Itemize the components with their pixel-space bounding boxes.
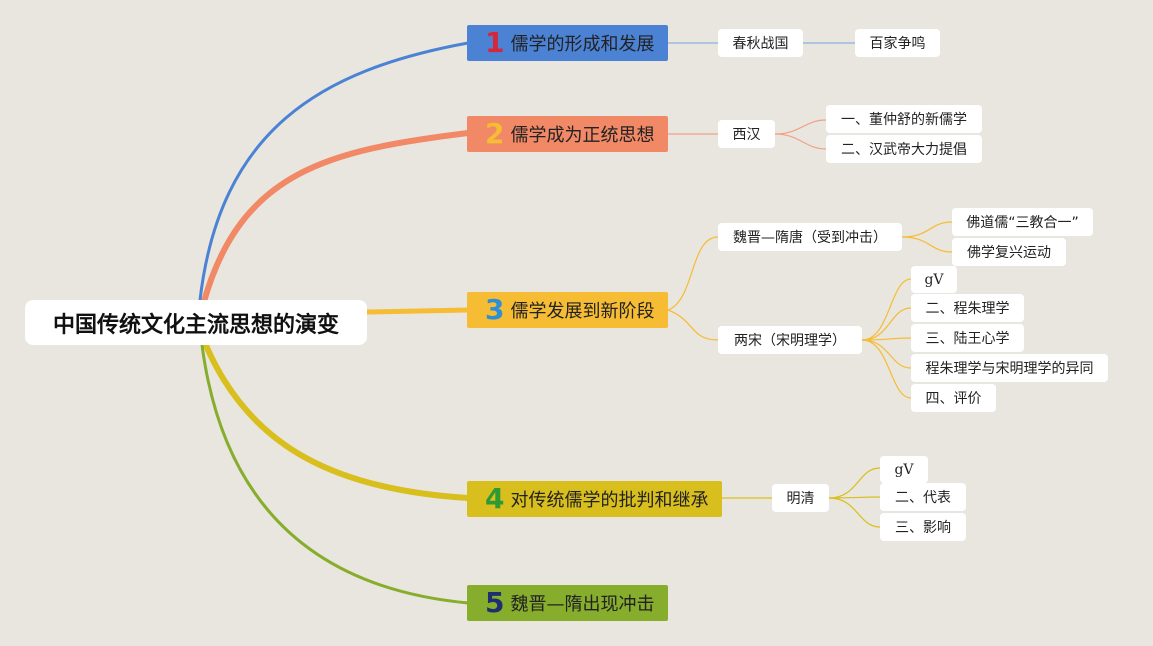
branch-4[interactable]: 4 对传统儒学的批判和继承 — [467, 481, 722, 517]
connector-b3-c1-g2 — [901, 236, 953, 253]
leaf-topic[interactable]: 一、董仲舒的新儒学 — [826, 105, 982, 133]
branch-number: 4 — [485, 482, 505, 515]
branch-number: 1 — [485, 26, 505, 59]
branch-number: 5 — [485, 586, 505, 619]
branch-label: 儒学成为正统思想 — [510, 125, 655, 146]
leaf-topic[interactable]: 二、程朱理学 — [911, 294, 1024, 322]
leaf-topic[interactable]: 三、陆王心学 — [911, 324, 1024, 352]
branch-5[interactable]: 5 魏晋—隋出现冲击 — [467, 585, 668, 621]
branch-3[interactable]: 3 儒学发展到新阶段 — [467, 292, 668, 328]
subtopic[interactable]: 春秋战国 — [718, 29, 803, 57]
connector-b3-c2-g2 — [861, 307, 912, 341]
connector-b3-c2-g1 — [861, 278, 912, 341]
branch-label: 儒学的形成和发展 — [510, 34, 655, 55]
branch-number: 2 — [485, 117, 505, 150]
subtopic[interactable]: 西汉 — [718, 120, 775, 148]
branch-label: 对传统儒学的批判和继承 — [510, 490, 709, 511]
connector-b2-c1-g1 — [774, 119, 827, 135]
leaf-topic[interactable]: gV — [911, 266, 957, 293]
branch-number: 3 — [485, 293, 505, 326]
branch-1[interactable]: 1 儒学的形成和发展 — [467, 25, 668, 61]
connector-b4-c1-g1 — [828, 467, 881, 499]
leaf-topic[interactable]: 四、评价 — [911, 384, 996, 412]
leaf-topic[interactable]: 佛道儒“三教合一” — [952, 208, 1093, 236]
branch-2[interactable]: 2 儒学成为正统思想 — [467, 116, 668, 152]
connector-root-b5 — [200, 344, 469, 605]
leaf-topic[interactable]: 三、影响 — [880, 513, 966, 541]
connector-root-b3 — [366, 307, 469, 315]
connector-b3-c2 — [667, 309, 719, 341]
connector-b3-c1 — [667, 236, 719, 311]
leaf-topic[interactable]: 二、汉武帝大力提倡 — [826, 135, 982, 163]
subtopic[interactable]: 明清 — [772, 484, 829, 512]
root-topic[interactable]: 中国传统文化主流思想的演变 — [25, 300, 367, 345]
connector-b2-c1-g2 — [774, 133, 827, 150]
connector-b4-c1-g3 — [828, 497, 881, 528]
leaf-topic[interactable]: 佛学复兴运动 — [952, 238, 1066, 266]
subtopic[interactable]: 两宋（宋明理学） — [718, 326, 862, 354]
branch-label: 儒学发展到新阶段 — [510, 301, 655, 322]
leaf-topic[interactable]: 程朱理学与宋明理学的异同 — [911, 354, 1108, 382]
leaf-topic[interactable]: gV — [880, 456, 928, 483]
connector-b3-c1-g1 — [901, 221, 953, 238]
connector-b3-c2-g5 — [861, 339, 912, 399]
connector-root-b4 — [202, 341, 469, 501]
subtopic[interactable]: 魏晋—隋唐（受到冲击） — [718, 223, 902, 251]
leaf-topic[interactable]: 二、代表 — [880, 483, 966, 511]
leaf-topic[interactable]: 百家争鸣 — [855, 29, 940, 57]
connector-root-b1 — [198, 41, 469, 301]
connector-root-b2 — [200, 130, 469, 306]
branch-label: 魏晋—隋出现冲击 — [510, 594, 655, 615]
